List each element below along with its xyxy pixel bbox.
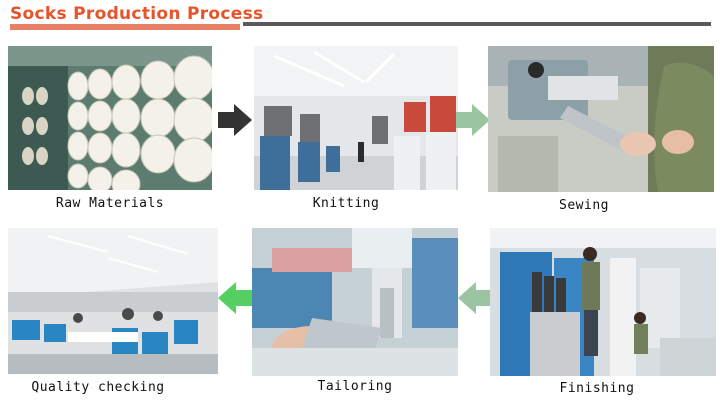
arrow-left-icon bbox=[218, 282, 252, 314]
arrow-right-icon bbox=[218, 104, 252, 136]
tailoring-photo bbox=[252, 228, 458, 376]
title-rule bbox=[243, 22, 711, 26]
caption-sewing: Sewing bbox=[559, 198, 609, 213]
finishing-photo bbox=[490, 228, 716, 376]
sewing-photo bbox=[488, 46, 714, 192]
caption-tailoring: Tailoring bbox=[317, 379, 393, 394]
title-underline bbox=[10, 24, 240, 30]
caption-raw-materials: Raw Materials bbox=[55, 196, 165, 211]
caption-quality-checking: Quality checking bbox=[31, 380, 165, 395]
header: Socks Production Process bbox=[0, 0, 720, 36]
arrow-right-icon bbox=[456, 104, 490, 136]
raw-materials-photo bbox=[8, 46, 212, 190]
arrow-left-icon bbox=[458, 282, 492, 314]
quality-checking-photo bbox=[8, 228, 218, 374]
knitting-photo bbox=[254, 46, 458, 190]
page-title: Socks Production Process bbox=[10, 4, 264, 24]
caption-finishing: Finishing bbox=[559, 381, 635, 396]
caption-knitting: Knitting bbox=[312, 196, 380, 211]
